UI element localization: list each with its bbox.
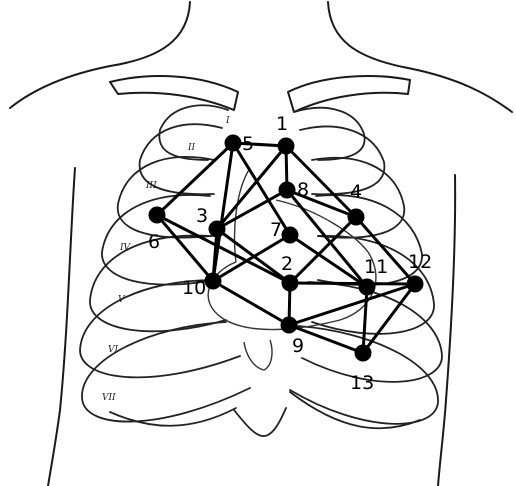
- electrode-label: 4: [350, 181, 362, 203]
- rib-numeral: II: [187, 143, 196, 153]
- electrode-dot: [225, 135, 242, 152]
- electrode-dot: [281, 317, 298, 334]
- electrode-label: 10: [182, 277, 206, 299]
- clavicles: [110, 76, 410, 112]
- electrode-dot: [279, 182, 296, 199]
- electrode-label: 7: [270, 219, 282, 241]
- electrode-label: 9: [292, 335, 304, 357]
- rib-numeral: VII: [102, 393, 116, 403]
- rib-numeral: I: [225, 116, 230, 126]
- electrode-label: 3: [196, 205, 208, 227]
- electrode-label: 2: [281, 253, 293, 275]
- rib-numeral: V: [118, 295, 126, 305]
- electrode-dot: [278, 138, 295, 155]
- connection-line: [157, 143, 233, 215]
- electrode-dot: [282, 227, 299, 244]
- connection-line: [363, 287, 367, 353]
- rib-numeral: III: [145, 181, 157, 191]
- rib-numeral: IV: [119, 243, 132, 253]
- electrode-dot: [149, 207, 166, 224]
- electrode-label: 11: [364, 256, 388, 278]
- electrode-label: 8: [297, 179, 309, 201]
- left-ribs: [80, 105, 250, 425]
- electrode-dot: [205, 273, 222, 290]
- electrode-dot: [209, 221, 226, 238]
- electrode-label: 12: [408, 251, 432, 273]
- electrode-dot: [355, 345, 372, 362]
- connection-line: [289, 284, 415, 325]
- connection-line: [290, 283, 415, 284]
- rib-numeral: VI: [108, 345, 118, 355]
- electrode-label: 1: [276, 113, 288, 135]
- electrode-dot: [282, 275, 299, 292]
- connection-line: [213, 281, 289, 325]
- electrode-dot: [359, 279, 376, 296]
- torso-outline: [10, 2, 512, 486]
- electrode-dot: [348, 209, 365, 226]
- electrode-label: 6: [148, 231, 160, 253]
- electrode-dot: [407, 276, 424, 293]
- electrode-label: 13: [350, 372, 374, 394]
- electrode-label: 5: [242, 133, 254, 155]
